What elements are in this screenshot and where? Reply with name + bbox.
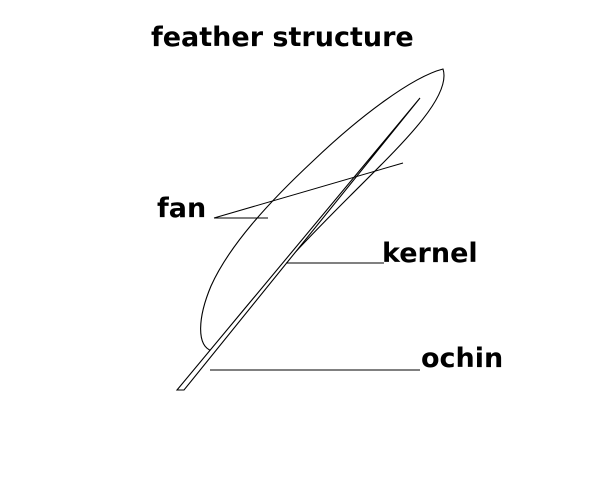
label-kernel: kernel [382, 238, 478, 269]
fan-pointer-line-upper [213, 162, 404, 219]
label-ochin: ochin [421, 343, 504, 374]
diagram-title: feather structure [151, 22, 414, 53]
label-fan: fan [157, 193, 207, 224]
feather-rachis [175, 97, 421, 391]
feather-vane-outline [200, 68, 445, 352]
